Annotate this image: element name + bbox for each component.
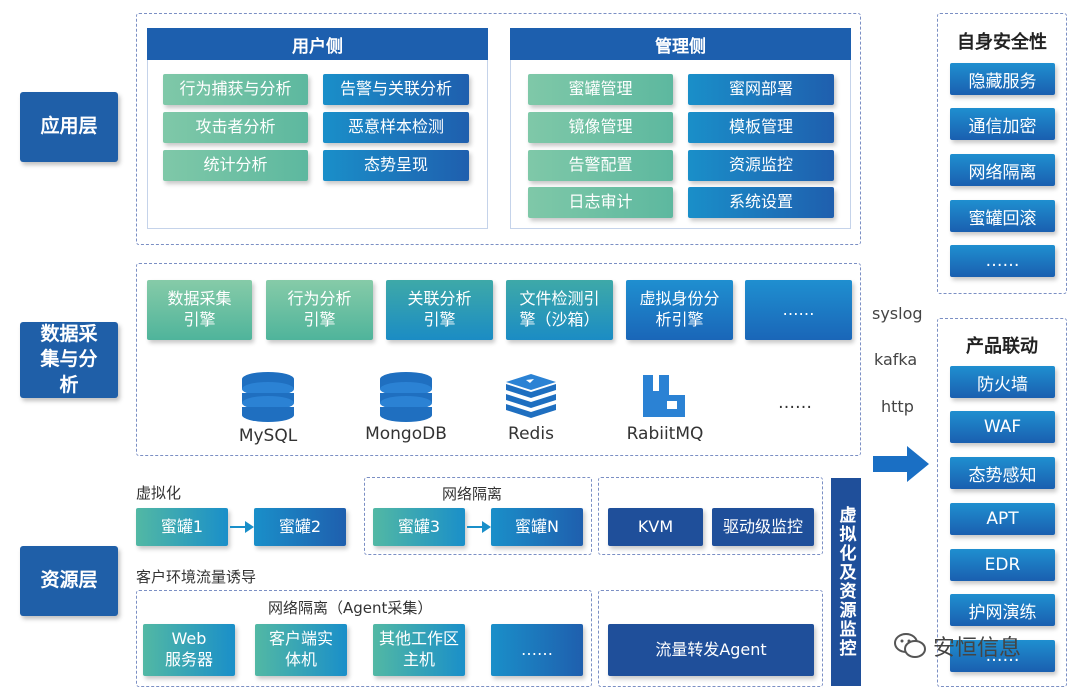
admin-item-log-audit: 日志审计 <box>528 187 673 218</box>
admin-item-template-mgmt: 模板管理 <box>688 112 834 143</box>
user-side-header: 用户侧 <box>147 28 488 60</box>
db-label-more: …… <box>778 393 812 413</box>
honeypot-2: 蜜罐2 <box>254 508 346 546</box>
db-label-rabbitmq: RabiitMQ <box>626 424 704 444</box>
layer-label-resource: 资源层 <box>20 546 118 616</box>
watermark: 安恒信息 <box>893 630 1021 662</box>
honeypot-n: 蜜罐N <box>491 508 583 546</box>
wechat-icon <box>894 633 926 658</box>
watermark-text: 安恒信息 <box>933 636 1022 661</box>
engine-more: …… <box>745 280 852 340</box>
linkage-frame <box>937 318 1067 687</box>
db-label-mongodb: MongoDB <box>365 424 447 444</box>
traffic-agent-frame <box>598 590 823 687</box>
user-item-statistics: 统计分析 <box>163 150 308 181</box>
user-item-alert-correlation: 告警与关联分析 <box>323 74 469 105</box>
linkage-waf: WAF <box>950 411 1055 443</box>
engine-virtual-identity: 虚拟身份分析引擎 <box>626 280 733 340</box>
layer-label-application: 应用层 <box>20 92 118 162</box>
rabbitmq-icon <box>643 375 685 417</box>
engine-behavior-analysis: 行为分析引擎 <box>266 280 373 340</box>
lure-label: 客户环境流量诱导 <box>136 568 257 586</box>
layer-label-data-text: 数据采集与分析 <box>40 322 98 396</box>
admin-item-system-settings: 系统设置 <box>688 187 834 218</box>
admin-item-image-mgmt: 镜像管理 <box>528 112 673 143</box>
linkage-title: 产品联动 <box>966 336 1038 357</box>
driver-monitor-box: 驱动级监控 <box>712 508 814 546</box>
linkage-edr: EDR <box>950 549 1055 581</box>
protocol-syslog: syslog <box>872 304 923 323</box>
linkage-more: …… <box>950 640 1055 672</box>
mongodb-icon <box>380 372 432 422</box>
client-host-box: 客户端实体机 <box>255 624 347 676</box>
protocol-http: http <box>881 397 914 416</box>
self-security-title: 自身安全性 <box>957 32 1047 53</box>
arrow-honeypot3-to-n <box>467 521 491 533</box>
right-arrow-icon <box>873 446 929 482</box>
linkage-apt: APT <box>950 503 1055 535</box>
linkage-situation: 态势感知 <box>950 457 1055 489</box>
self-security-rollback: 蜜罐回滚 <box>950 200 1055 232</box>
db-label-mysql: MySQL <box>238 426 298 446</box>
honeypot-3: 蜜罐3 <box>373 508 465 546</box>
net-isolation-frame <box>364 477 592 555</box>
honeypot-1: 蜜罐1 <box>136 508 228 546</box>
self-security-encryption: 通信加密 <box>950 108 1055 140</box>
agent-frame <box>136 590 592 687</box>
redis-icon <box>506 374 556 418</box>
self-security-frame <box>937 13 1067 294</box>
agent-more-box: …… <box>491 624 583 676</box>
user-item-malware-detection: 恶意样本检测 <box>323 112 469 143</box>
self-security-net-isolation: 网络隔离 <box>950 154 1055 186</box>
admin-item-honeypot-mgmt: 蜜罐管理 <box>528 74 673 105</box>
user-item-attacker-analysis: 攻击者分析 <box>163 112 308 143</box>
self-security-more: …… <box>950 245 1055 277</box>
self-security-hidden-service: 隐藏服务 <box>950 63 1055 95</box>
arrow-honeypot1-to-2 <box>230 521 254 533</box>
admin-item-resource-monitor: 资源监控 <box>688 150 834 181</box>
linkage-firewall: 防火墙 <box>950 366 1055 398</box>
application-layer-frame <box>136 13 861 245</box>
virtualization-resource-monitor-bar: 虚拟化及资源监控 <box>831 478 861 686</box>
linkage-hw-drill: 护网演练 <box>950 594 1055 626</box>
net-isolation-label: 网络隔离 <box>442 485 503 503</box>
engine-data-collection: 数据采集引擎 <box>147 280 252 340</box>
traffic-agent-box: 流量转发Agent <box>608 624 814 676</box>
web-server-box: Web服务器 <box>143 624 235 676</box>
other-host-box: 其他工作区主机 <box>373 624 465 676</box>
db-label-redis: Redis <box>508 424 554 444</box>
agent-label: 网络隔离（Agent采集） <box>268 599 433 617</box>
mysql-icon <box>242 372 294 422</box>
virtualization-label: 虚拟化 <box>136 484 182 502</box>
layer-label-data-collection: 数据采集与分析 <box>20 322 118 398</box>
engine-correlation-analysis: 关联分析引擎 <box>386 280 493 340</box>
user-item-situation-display: 态势呈现 <box>323 150 469 181</box>
protocol-kafka: kafka <box>874 350 918 369</box>
kvm-box: KVM <box>608 508 703 546</box>
admin-item-honeynet-deploy: 蜜网部署 <box>688 74 834 105</box>
data-layer-frame <box>136 263 861 456</box>
admin-side-header: 管理侧 <box>510 28 851 60</box>
kvm-frame <box>598 477 823 555</box>
engine-file-sandbox: 文件检测引擎（沙箱） <box>506 280 613 340</box>
user-item-behavior-capture: 行为捕获与分析 <box>163 74 308 105</box>
admin-item-alert-config: 告警配置 <box>528 150 673 181</box>
